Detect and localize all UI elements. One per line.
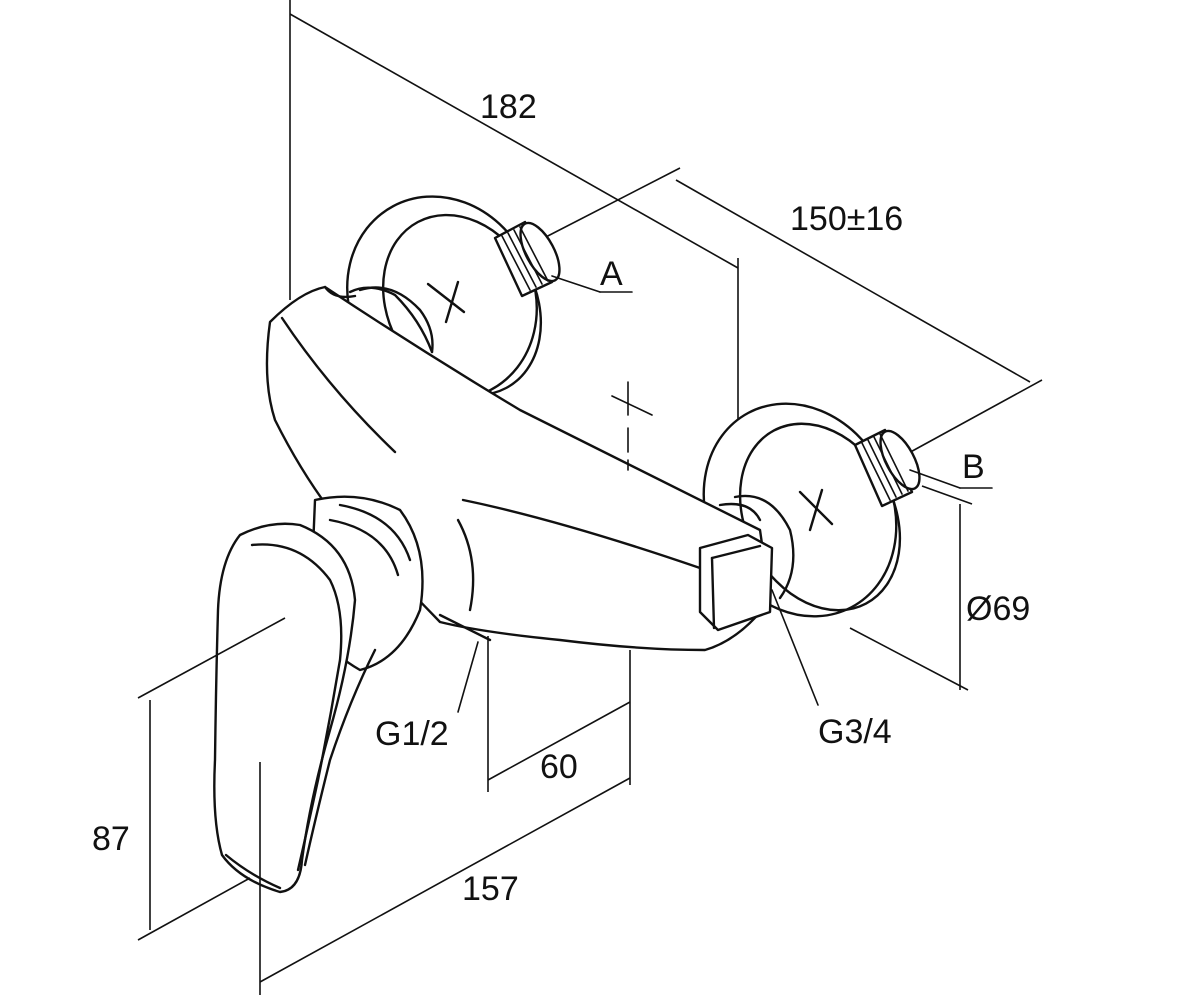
dimension-diameter: Ø69 <box>849 485 1030 691</box>
label-b-group: B <box>909 448 993 489</box>
left-threaded-connector <box>493 220 561 298</box>
lever-handle <box>213 495 424 894</box>
center-mark <box>611 381 653 471</box>
label-diameter: Ø69 <box>966 590 1030 628</box>
label-182: 182 <box>480 88 537 126</box>
label-150: 150±16 <box>790 200 903 238</box>
callout-g12: G1/2 <box>375 613 492 753</box>
label-g12: G1/2 <box>375 715 449 753</box>
dimension-150: 150±16 <box>539 167 1043 456</box>
label-b: B <box>962 448 985 486</box>
label-a-group: A <box>551 255 633 293</box>
label-a: A <box>600 255 623 293</box>
dimension-182: 182 <box>289 0 739 595</box>
callout-g34: G3/4 <box>771 589 892 751</box>
label-g34: G3/4 <box>818 713 892 751</box>
dimension-60: 60 <box>487 636 631 792</box>
dimension-87: 87 <box>92 617 286 941</box>
dimension-157: 157 <box>259 650 631 995</box>
label-60: 60 <box>540 748 578 786</box>
label-87: 87 <box>92 820 130 858</box>
right-threaded-connector <box>853 428 921 508</box>
label-157: 157 <box>462 870 519 908</box>
